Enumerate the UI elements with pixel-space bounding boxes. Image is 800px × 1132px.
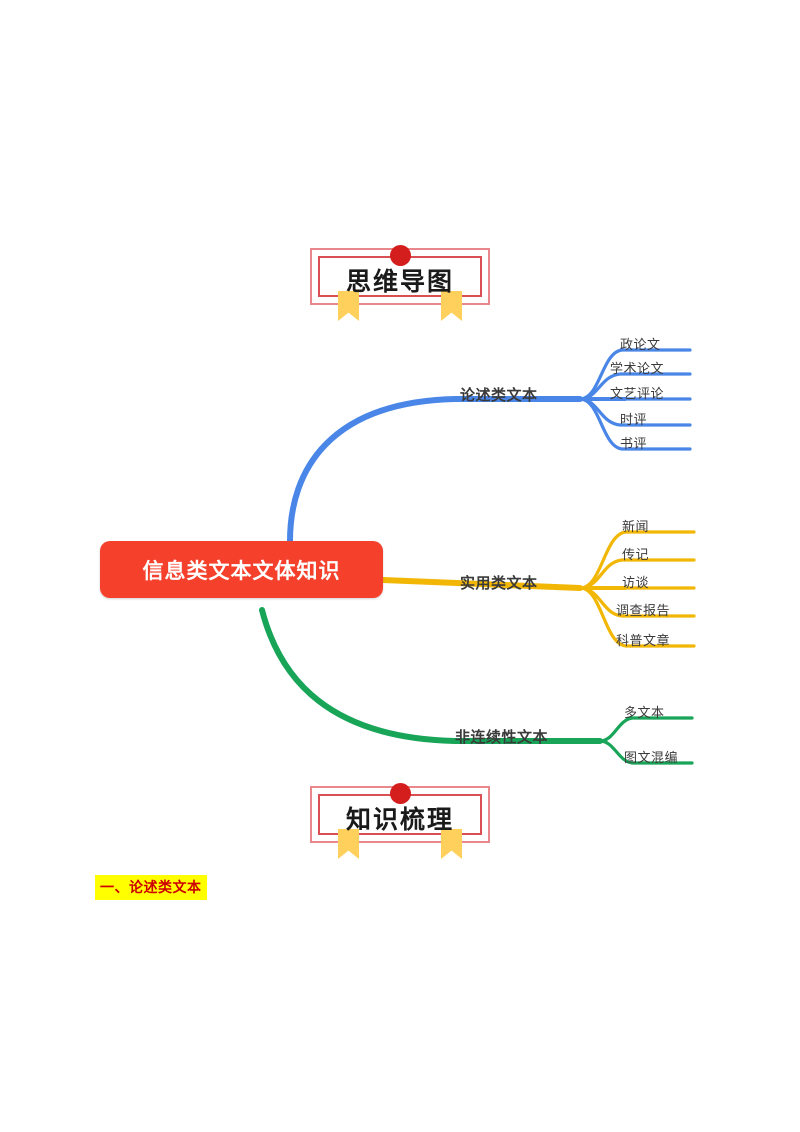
banner-mind-map: 思维导图 — [300, 240, 500, 322]
leaf-label-xinwen[interactable]: 新闻 — [622, 520, 650, 535]
central-node[interactable]: 信息类文本文体知识 — [100, 541, 383, 598]
banner-dot-icon — [390, 783, 411, 804]
branch-label-feilianxu[interactable]: 非连续性文本 — [455, 728, 549, 746]
leaf-label-xueshulunwen[interactable]: 学术论文 — [610, 362, 665, 377]
banner-bottom-title: 知识梳理 — [345, 805, 454, 834]
leaf-label-zhuanji[interactable]: 传记 — [622, 548, 650, 563]
leaf-label-duowenben[interactable]: 多文本 — [624, 706, 665, 721]
leaf-label-zhenglunwen[interactable]: 政论文 — [620, 338, 661, 353]
ribbon-right-icon — [441, 829, 462, 859]
branch-label-shiyong[interactable]: 实用类文本 — [460, 574, 538, 592]
ribbon-left-icon — [338, 291, 359, 321]
leaf-label-shuping[interactable]: 书评 — [620, 437, 648, 452]
leaf-label-tuwenhunbian[interactable]: 图文混编 — [624, 751, 679, 766]
ribbon-right-icon — [441, 291, 462, 321]
leaf-label-shiping[interactable]: 时评 — [620, 413, 648, 428]
leaf-label-fangtan[interactable]: 访谈 — [622, 576, 650, 591]
banner-top-title: 思维导图 — [345, 267, 454, 296]
banner-knowledge-review: 知识梳理 — [300, 778, 500, 860]
banner-dot-icon — [390, 245, 411, 266]
ribbon-left-icon — [338, 829, 359, 859]
branch-label-lunshu[interactable]: 论述类文本 — [460, 386, 538, 404]
leaf-label-diaochabaogao[interactable]: 调查报告 — [616, 604, 671, 619]
section-heading: 一、论述类文本 — [95, 875, 207, 900]
leaf-label-kepuwenzhang[interactable]: 科普文章 — [616, 634, 671, 649]
central-node-label: 信息类文本文体知识 — [142, 558, 341, 583]
leaf-label-wenyipinglun[interactable]: 文艺评论 — [610, 387, 665, 402]
